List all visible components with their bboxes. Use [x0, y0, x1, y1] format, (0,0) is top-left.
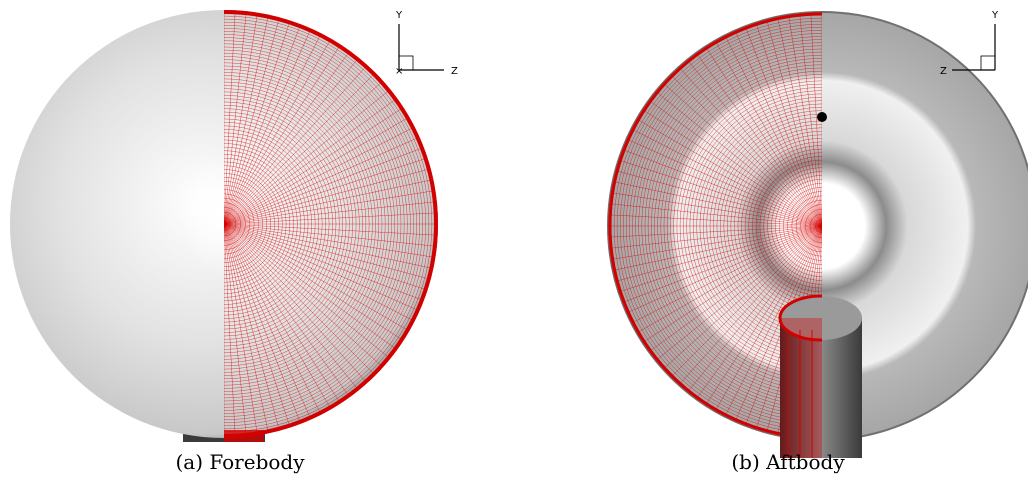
axis-triad: Y Z	[940, 10, 999, 77]
nose-highlight	[182, 155, 262, 275]
axis-label-y: Y	[395, 10, 403, 21]
sensor-marker	[817, 112, 827, 122]
axis-label-y: Y	[991, 10, 999, 21]
svg-text:×: ×	[395, 66, 403, 77]
sting	[778, 294, 862, 458]
axis-label-z: Z	[451, 66, 458, 77]
surface-mesh	[608, 12, 822, 440]
caption-text: Forebody	[209, 450, 305, 474]
caption-aftbody: (b) Aftbody	[548, 450, 1028, 474]
axis-label-z: Z	[940, 66, 947, 77]
surface-mesh	[224, 10, 438, 442]
caption-text: Aftbody	[766, 450, 845, 474]
axis-triad: Y Z ×	[395, 10, 458, 77]
caption-label: (a)	[175, 450, 203, 474]
figure-aftbody: Y Z (b) Aftbody	[548, 0, 1028, 502]
aftbody-render: Y Z	[607, 10, 1028, 458]
figure-forebody: Y Z × (a) Forebody	[0, 0, 480, 502]
caption-forebody: (a) Forebody	[0, 450, 480, 474]
caption-label: (b)	[731, 450, 760, 474]
forebody-render: Y Z ×	[10, 10, 458, 442]
